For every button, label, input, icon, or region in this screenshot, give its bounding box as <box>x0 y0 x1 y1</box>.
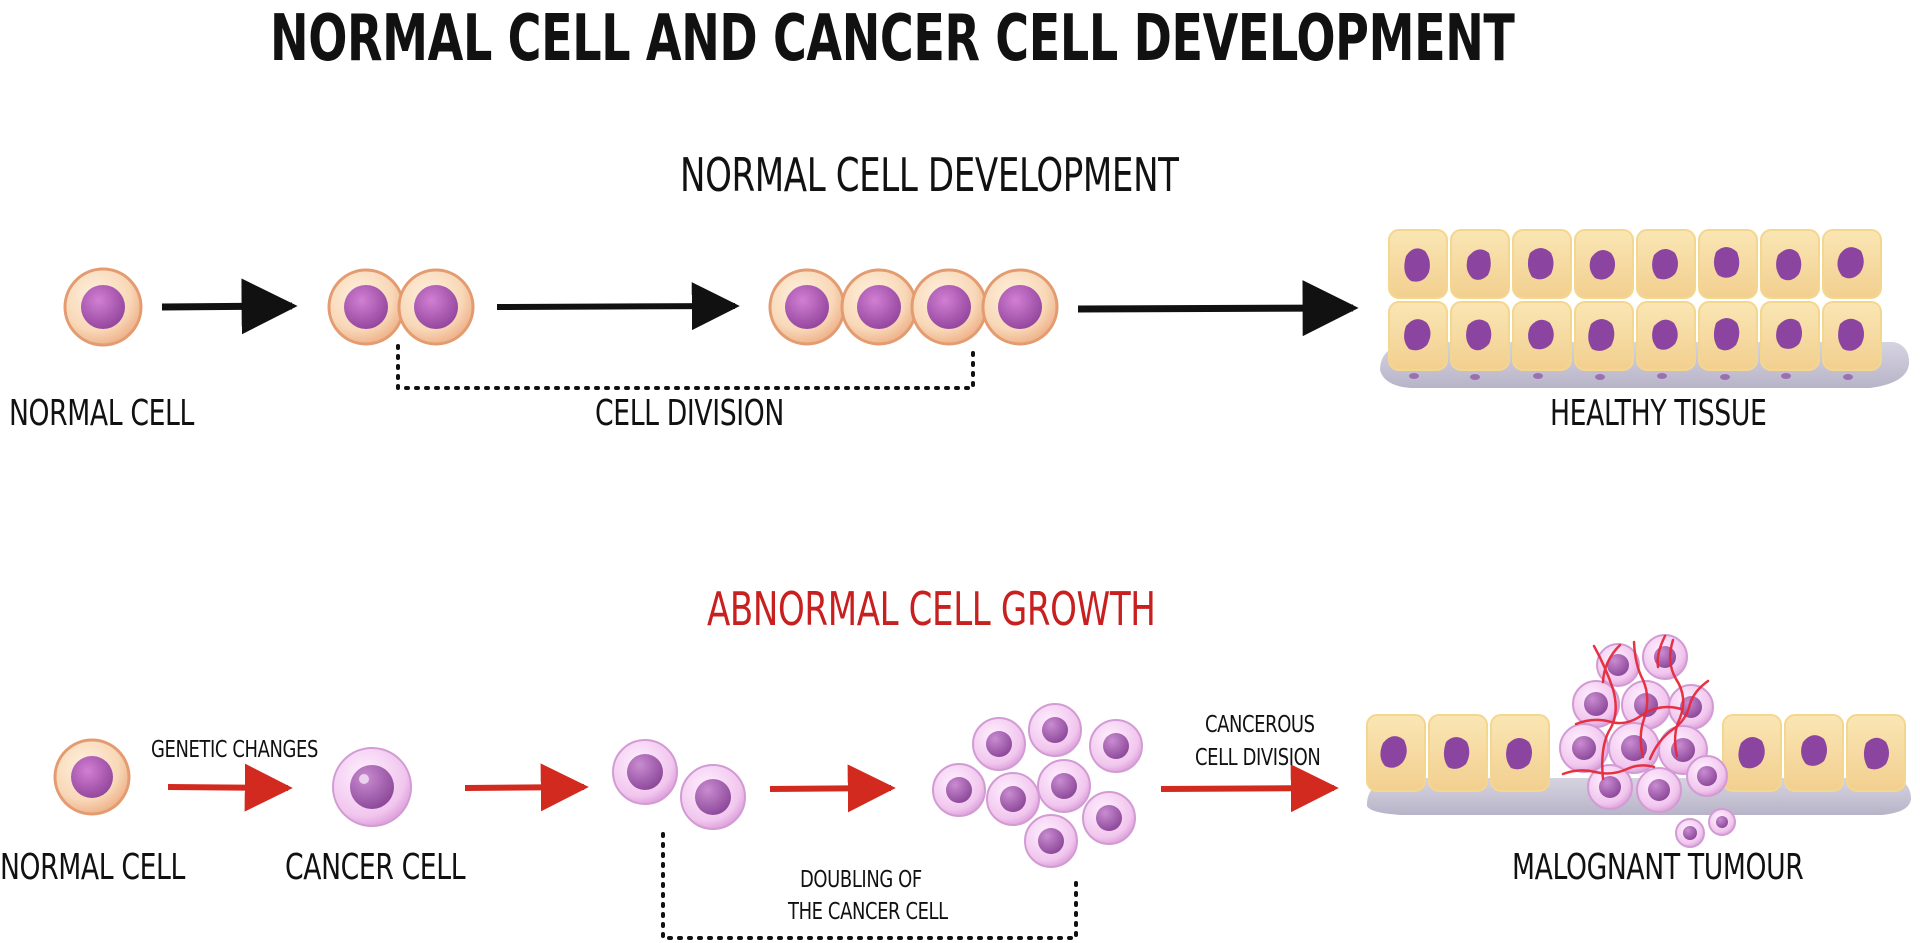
normal-arrow-3 <box>1077 280 1359 337</box>
detaching-cells <box>1675 808 1736 848</box>
label-normal-cell-bottom: NORMAL CELL <box>0 847 185 888</box>
healthy-tissue <box>1380 229 1910 388</box>
doubling-bracket <box>661 832 1078 940</box>
label-cancerous-line-1: CANCEROUS <box>1205 712 1315 738</box>
normal-cell-pair <box>327 268 475 346</box>
main-title: NORMAL CELL AND CANCER CELL DEVELOPMENT <box>270 2 1515 76</box>
abnormal-arrow-3 <box>769 764 896 813</box>
label-doubling-line-1: DOUBLING OF <box>800 867 922 893</box>
label-cancerous-line-2: CELL DIVISION <box>1195 745 1321 771</box>
abnormal-arrow-2 <box>464 763 589 812</box>
malignant-tumour <box>1366 634 1911 848</box>
abnormal-normal-cell <box>53 738 131 816</box>
normal-arrow-2 <box>496 282 740 331</box>
label-cancer-cell: CANCER CELL <box>285 847 466 888</box>
label-genetic-changes: GENETIC CHANGES <box>151 737 318 763</box>
normal-arrow-1 <box>161 278 298 335</box>
label-healthy-tissue: HEALTHY TISSUE <box>1550 393 1767 434</box>
label-doubling-line-2: THE CANCER CELL <box>788 899 948 925</box>
cancer-cell-cluster <box>932 703 1143 868</box>
label-cell-division: CELL DIVISION <box>595 393 784 434</box>
cell-division-bracket <box>396 344 975 390</box>
normal-section-title: NORMAL CELL DEVELOPMENT <box>680 148 1179 202</box>
normal-cell-quad <box>768 268 1059 346</box>
normal-cell-single <box>63 267 143 347</box>
label-malignant-tumour: MALOGNANT TUMOUR <box>1512 847 1804 888</box>
cancer-cell-single <box>332 747 412 827</box>
genetic-changes-arrow <box>167 763 293 812</box>
label-normal-cell-top: NORMAL CELL <box>9 393 194 434</box>
abnormal-section-title: ABNORMAL CELL GROWTH <box>707 582 1156 636</box>
cancer-cell-pair <box>612 739 746 830</box>
cancerous-division-arrow <box>1160 764 1339 813</box>
